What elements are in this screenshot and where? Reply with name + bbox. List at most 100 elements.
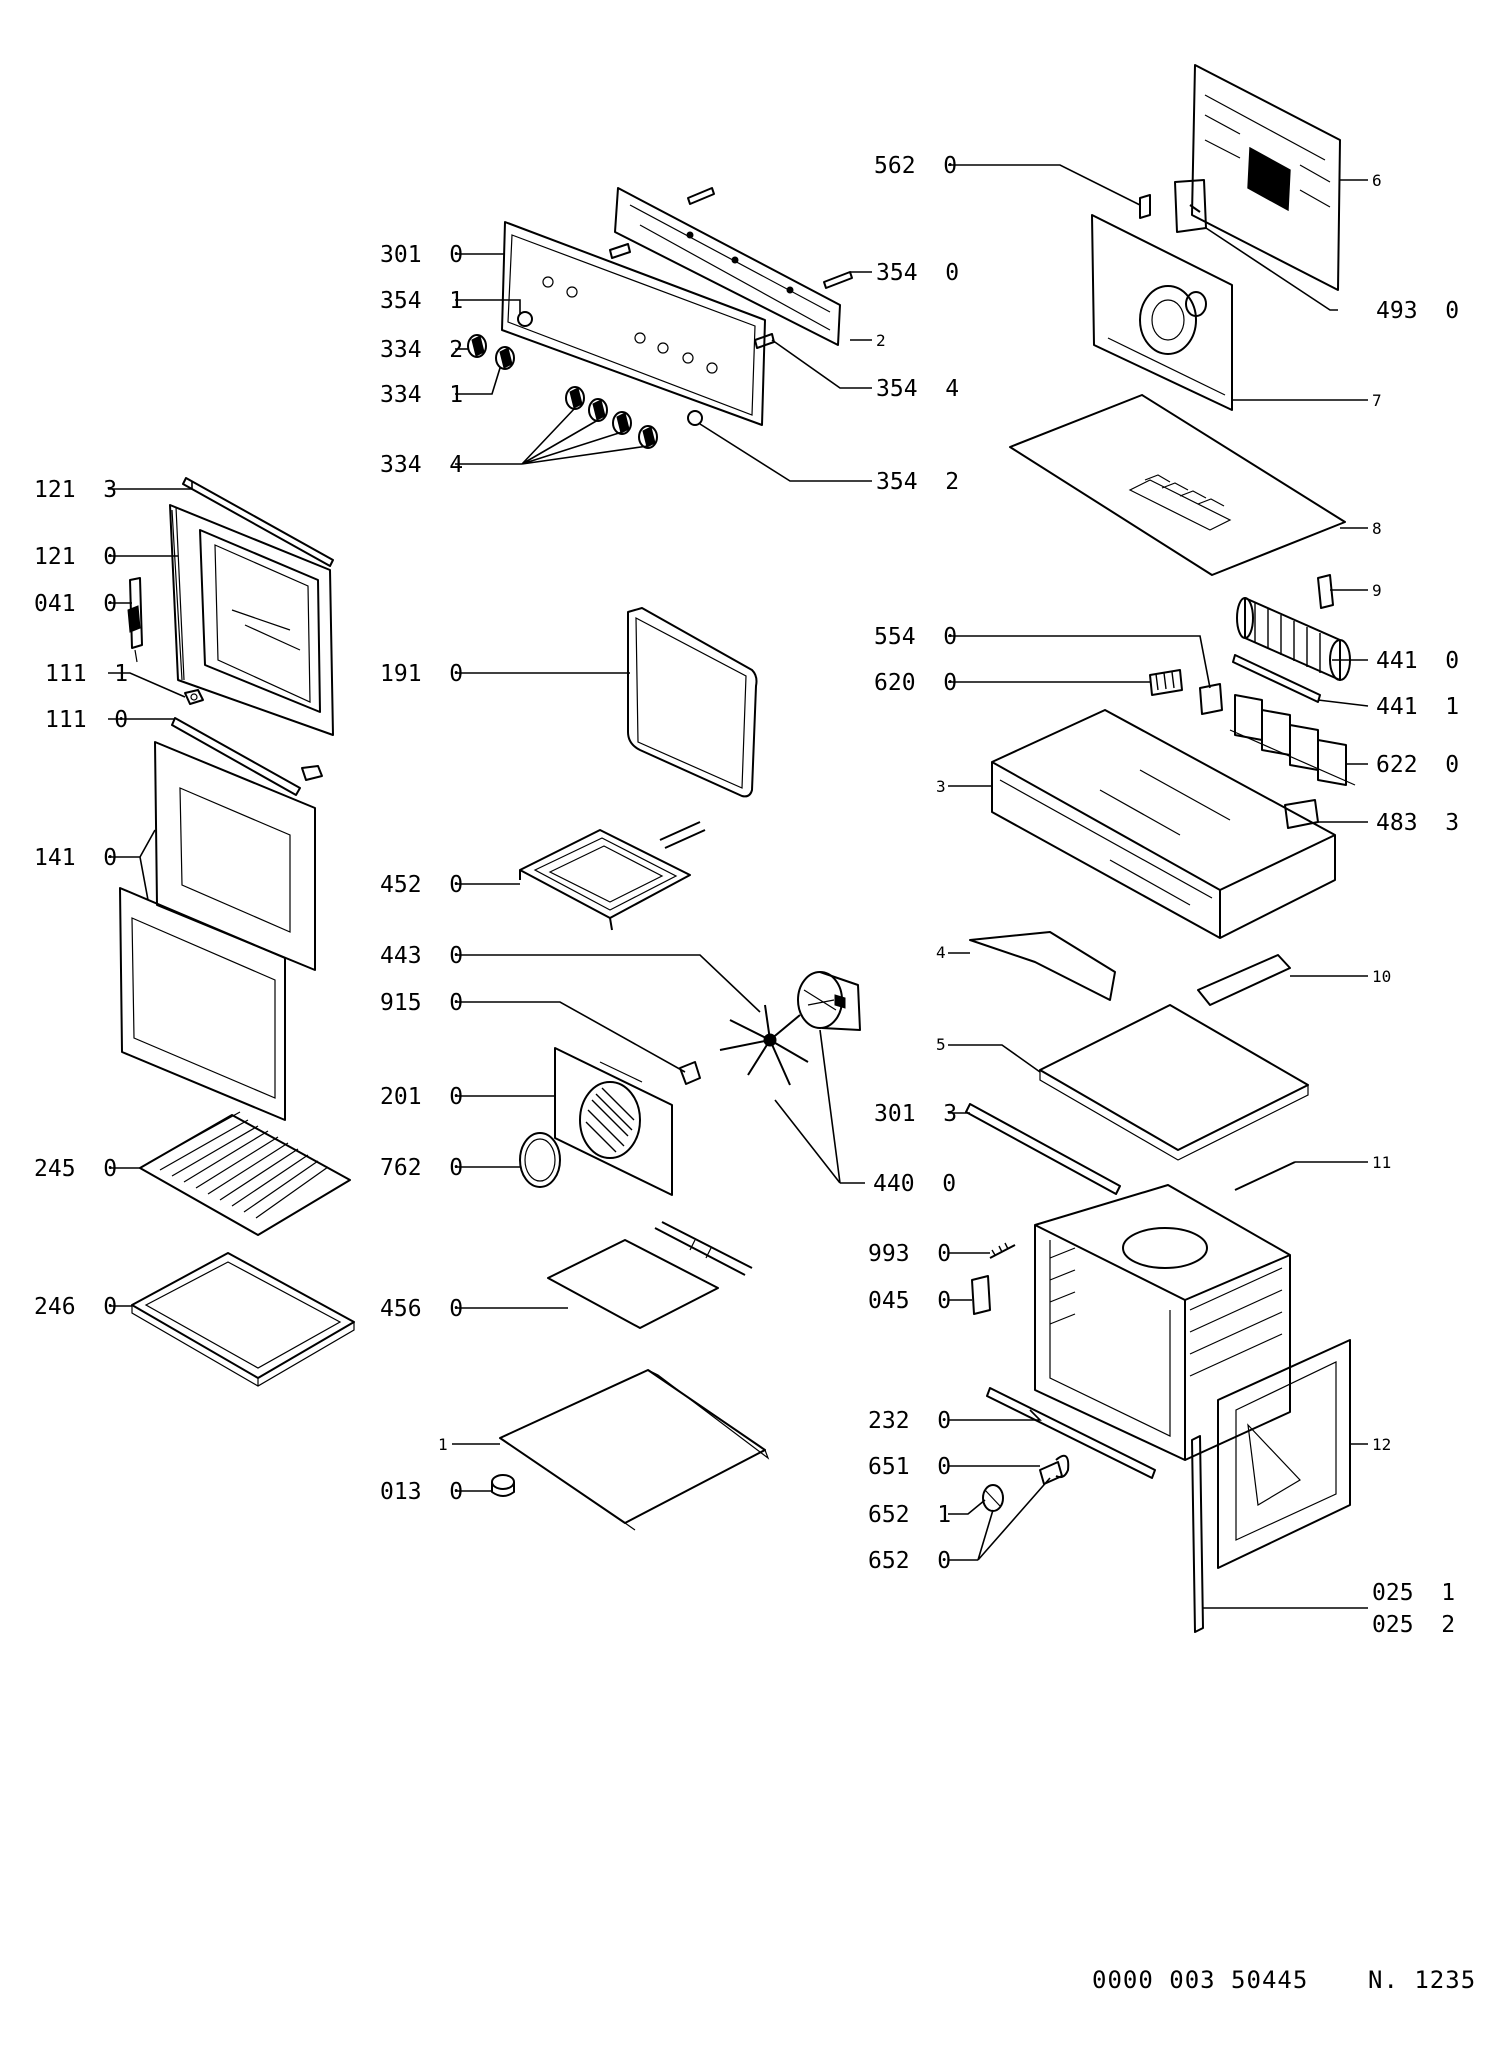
callout-652-0: 652 0 (868, 1548, 951, 1574)
part-wire-rod (1234, 1161, 1296, 1191)
callout-025-2: 025 2 (1372, 1612, 1455, 1638)
part-selector-switches (1229, 694, 1356, 786)
callout-354-1: 354 1 (380, 288, 463, 314)
position-number-3: 3 (936, 777, 946, 796)
part-terminal-box (1174, 179, 1207, 233)
part-inner-door-frame (169, 504, 334, 736)
part-handle-support (184, 689, 204, 705)
callout-201-0: 201 0 (380, 1084, 463, 1110)
part-wire-shelf (139, 1111, 351, 1236)
page-number: N. 1235 (1368, 1966, 1476, 1994)
callout-041-0: 041 0 (34, 591, 117, 617)
part-door-guide (1191, 1435, 1204, 1633)
part-door-glass-panels (119, 741, 316, 1121)
part-lower-heating-element (547, 1221, 753, 1329)
callout-301-0: 301 0 (380, 242, 463, 268)
callout-labels: 121 3 121 0 041 0 111 1 111 0 141 0 245 … (34, 153, 1459, 1638)
position-number-4: 4 (936, 943, 946, 962)
part-insulation-plate (1039, 1004, 1309, 1161)
part-screw (989, 1242, 1016, 1259)
position-number-5: 5 (936, 1035, 946, 1054)
part-terminal-block (1284, 799, 1319, 829)
position-number-6: 6 (1372, 171, 1382, 190)
part-back-wall (1091, 194, 1233, 411)
position-number-1: 1 (438, 1435, 448, 1454)
part-thermostat (1149, 669, 1183, 696)
part-tangential-fan (1232, 597, 1351, 703)
position-number-9: 9 (1372, 581, 1382, 600)
part-fan-blade (719, 1004, 809, 1086)
part-baking-tray (131, 1252, 355, 1387)
part-top-panel (1009, 394, 1346, 576)
callout-334-1: 334 1 (380, 382, 463, 408)
part-door-seal (627, 607, 758, 798)
callout-620-0: 620 0 (874, 670, 957, 696)
callout-301-3: 301 3 (874, 1101, 957, 1127)
callout-622-0: 622 0 (1376, 752, 1459, 778)
part-small-bracket (1317, 574, 1334, 609)
callout-334-4: 334 4 (380, 452, 463, 478)
callout-246-0: 246 0 (34, 1294, 117, 1320)
part-side-bracket (969, 931, 1116, 1001)
part-grill-element (519, 821, 706, 931)
part-fan-motor (797, 971, 861, 1031)
part-rear-cover (1191, 64, 1341, 291)
callout-354-4: 354 4 (876, 376, 959, 402)
callout-191-0: 191 0 (380, 661, 463, 687)
position-number-2: 2 (876, 331, 886, 350)
part-control-housing (991, 709, 1336, 939)
part-oven-cavity (1034, 1184, 1291, 1461)
part-fan-rear-panel (554, 1047, 673, 1196)
position-number-10: 10 (1372, 967, 1391, 986)
callout-456-0: 456 0 (380, 1296, 463, 1322)
part-door-hinge (127, 577, 143, 663)
callout-232-0: 232 0 (868, 1408, 951, 1434)
callout-993-0: 993 0 (868, 1241, 951, 1267)
callout-915-0: 915 0 (380, 990, 463, 1016)
callout-651-0: 651 0 (868, 1454, 951, 1480)
callout-141-0: 141 0 (34, 845, 117, 871)
callout-354-0: 354 0 (876, 260, 959, 286)
callout-562-0: 562 0 (874, 153, 957, 179)
part-knob-shafts (609, 187, 853, 349)
position-numbers: 1 2 3 4 5 6 7 8 9 10 11 12 (438, 171, 1391, 1454)
part-control-knobs (467, 311, 703, 449)
part-fan-cover-ring (519, 1132, 561, 1188)
callout-121-0: 121 0 (34, 544, 117, 570)
callout-045-0: 045 0 (868, 1288, 951, 1314)
callout-452-0: 452 0 (380, 872, 463, 898)
position-number-8: 8 (1372, 519, 1382, 538)
part-top-bracket (1197, 954, 1291, 1006)
part-door-handle (171, 717, 323, 796)
callout-354-2: 354 2 (876, 469, 959, 495)
callout-483-3: 483 3 (1376, 810, 1459, 836)
document-code: 0000 003 50445 (1092, 1966, 1308, 1994)
part-control-panel (501, 221, 766, 426)
part-front-trim (986, 1387, 1156, 1479)
part-lamp-holder (1039, 1454, 1070, 1485)
part-base-plate (499, 1369, 770, 1531)
callout-025-1: 025 1 (1372, 1580, 1455, 1606)
part-control-bracket (614, 187, 841, 346)
part-clip (971, 1275, 991, 1315)
part-side-rail (965, 1103, 1121, 1195)
callout-440-0: 440 0 (873, 1171, 956, 1197)
position-number-11: 11 (1372, 1153, 1391, 1172)
callout-111-1: 111 1 (45, 661, 128, 687)
callout-762-0: 762 0 (380, 1155, 463, 1181)
callout-121-3: 121 3 (34, 477, 117, 503)
callout-245-0: 245 0 (34, 1156, 117, 1182)
callout-443-0: 443 0 (380, 943, 463, 969)
part-switch (1199, 683, 1223, 715)
callout-554-0: 554 0 (874, 624, 957, 650)
callout-334-2: 334 2 (380, 337, 463, 363)
footer: 0000 003 50445 N. 1235 (1092, 1966, 1476, 1994)
position-number-7: 7 (1372, 391, 1382, 410)
part-door-trim-strip (182, 477, 334, 567)
callout-013-0: 013 0 (380, 1479, 463, 1505)
leader-lines (108, 164, 1369, 1609)
part-side-panel (1217, 1339, 1351, 1569)
callout-493-0: 493 0 (1376, 298, 1459, 324)
